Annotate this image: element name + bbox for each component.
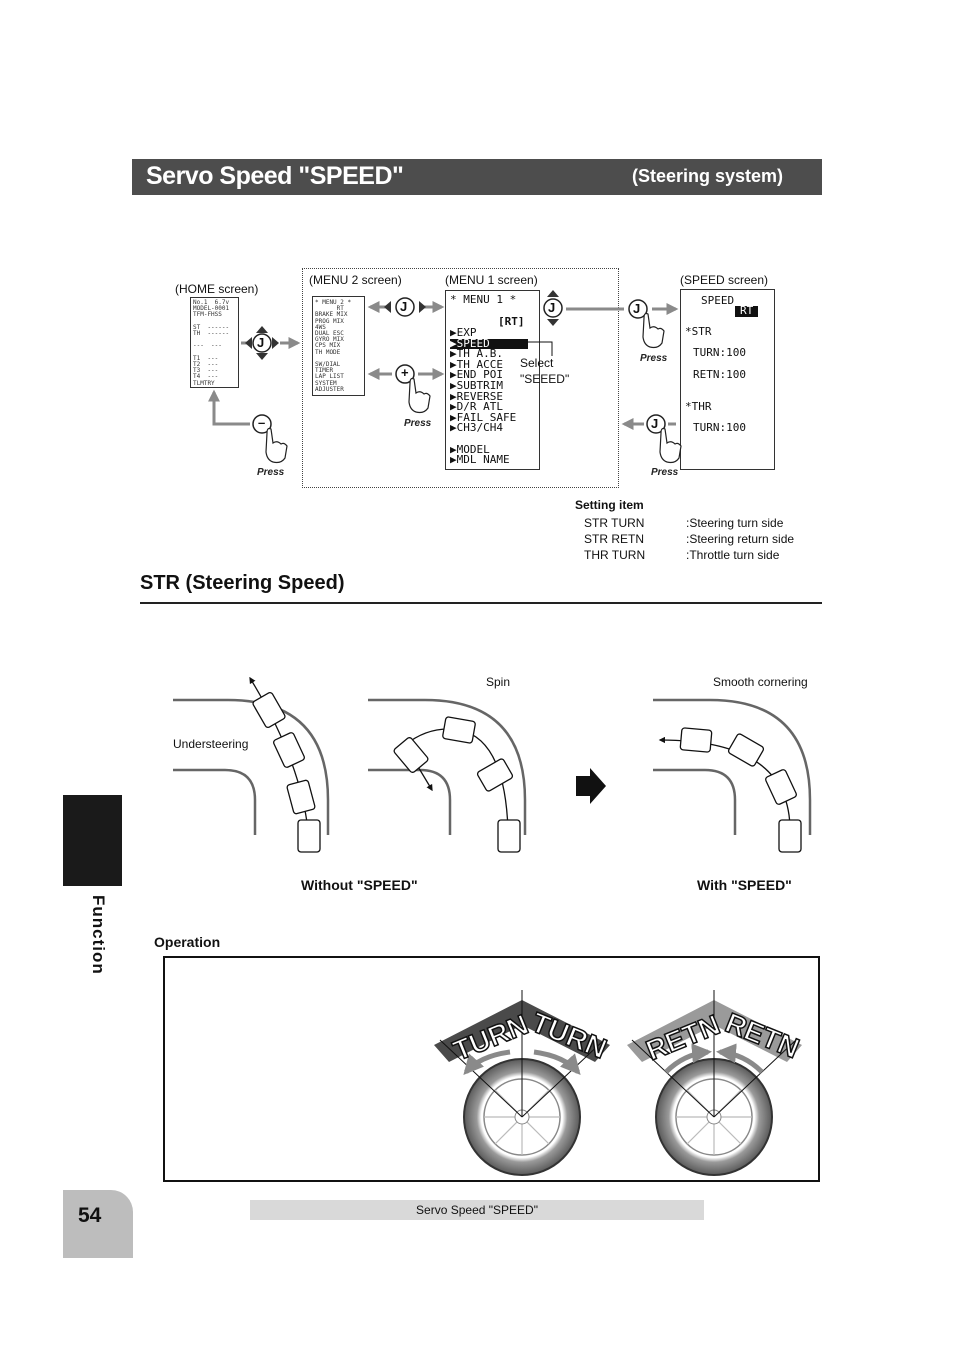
setting-key-2: STR RETN	[584, 532, 644, 546]
speed-title: SPEED	[701, 294, 735, 307]
menu1-item[interactable]: ▶TH ACCE	[450, 357, 503, 371]
right-arrow-icon	[576, 768, 606, 804]
minus-glyph[interactable]: –	[258, 415, 266, 430]
menu1-screen: * MENU 1 * [RT] ▶EXP▶SPEED▶TH A.B.▶TH AC…	[445, 290, 540, 470]
page-subtitle: (Steering system)	[632, 166, 784, 186]
select-label-1: Select	[520, 356, 554, 370]
page-number: 54	[78, 1204, 102, 1227]
menu1-item[interactable]: ▶MDL NAME	[450, 453, 510, 467]
setting-desc-2: :Steering return side	[686, 532, 795, 546]
spin-label: Spin	[486, 675, 511, 689]
understeering-label: Understeering	[173, 737, 249, 751]
page-title: Servo Speed "SPEED"	[146, 162, 404, 190]
str-turn-value[interactable]: TURN:100	[693, 346, 746, 359]
press-label-1: Press	[640, 353, 668, 364]
thr-turn-value[interactable]: TURN:100	[693, 421, 746, 434]
menu1-item-list: ▶EXP▶SPEED▶TH A.B.▶TH ACCE▶END POI▶SUBTR…	[450, 326, 528, 467]
select-label-2: "SEEED"	[520, 372, 570, 386]
menu1-item[interactable]: ▶MODEL	[450, 442, 490, 456]
menu1-screen-label: (MENU 1 screen)	[445, 273, 538, 287]
press-label-4: Press	[651, 467, 679, 478]
menu1-item[interactable]: ▶EXP	[450, 326, 477, 339]
operation-box	[163, 956, 820, 1182]
menu1-badge: [RT]	[498, 315, 525, 328]
section-title: STR (Steering Speed)	[140, 572, 345, 594]
menu1-title: * MENU 1 *	[450, 293, 517, 306]
title-bar	[132, 159, 822, 195]
setting-key-1: STR TURN	[584, 516, 645, 530]
footer-text: Servo Speed "SPEED"	[416, 1203, 538, 1217]
home-screen-label: (HOME screen)	[175, 282, 259, 296]
str-retn-value[interactable]: RETN:100	[693, 368, 746, 381]
jog-glyph-5[interactable]: J	[651, 416, 659, 431]
operation-heading: Operation	[154, 934, 221, 950]
menu1-item[interactable]: ▶D/R ATL	[450, 400, 503, 414]
menu1-item[interactable]: ▶CH3/CH4	[450, 421, 503, 435]
with-speed-label: With "SPEED"	[697, 877, 792, 893]
menu1-item[interactable]: ▶TH A.B.	[450, 347, 503, 361]
setting-heading: Setting item	[575, 498, 644, 512]
setting-desc-3: :Throttle turn side	[686, 548, 780, 562]
menu1-item[interactable]: ▶SPEED	[450, 338, 528, 350]
thr-header: *THR	[685, 400, 712, 413]
speed-badge: RT	[735, 305, 759, 317]
str-header: *STR	[685, 325, 712, 338]
side-tab-label: Function	[89, 895, 108, 975]
side-tab	[63, 795, 122, 886]
plus-glyph[interactable]: +	[401, 365, 409, 380]
menu2-screen-label: (MENU 2 screen)	[309, 273, 402, 287]
smooth-cornering-label: Smooth cornering	[713, 675, 808, 689]
press-label-2: Press	[404, 418, 432, 429]
speed-screen-label: (SPEED screen)	[680, 273, 769, 287]
jog-glyph-2[interactable]: J	[400, 299, 408, 314]
setting-key-3: THR TURN	[584, 548, 646, 562]
menu1-item[interactable]: ▶END POI	[450, 368, 503, 382]
home-screen-text: No.1 6.7v MODEL-0001 TFM-FHSS ST ------ …	[193, 299, 230, 387]
menu2-screen-text: * MENU 2 * RT BRAKE MIX PROG MIX 4WS DUA…	[315, 299, 352, 393]
press-label-3: Press	[257, 467, 285, 478]
home-screen: No.1 6.7v MODEL-0001 TFM-FHSS ST ------ …	[190, 297, 239, 388]
menu1-item[interactable]: ▶FAIL SAFE	[450, 410, 517, 424]
speed-screen: SPEED RT *STR TURN:100 RETN:100 *THR TUR…	[680, 289, 775, 470]
jog-glyph-4[interactable]: J	[633, 301, 641, 316]
menu2-screen: * MENU 2 * RT BRAKE MIX PROG MIX 4WS DUA…	[312, 296, 365, 396]
jog-glyph-3[interactable]: J	[548, 300, 556, 315]
menu1-item[interactable]: ▶REVERSE	[450, 389, 503, 403]
footer-bar	[250, 1200, 704, 1220]
page-number-tab	[63, 1190, 133, 1258]
jog-glyph-1[interactable]: J	[257, 335, 265, 350]
menu1-item[interactable]: ▶SUBTRIM	[450, 378, 503, 392]
setting-desc-1: :Steering turn side	[686, 516, 784, 530]
without-speed-label: Without "SPEED"	[301, 877, 418, 893]
menu-frame	[302, 268, 619, 488]
section-rule	[140, 602, 822, 604]
